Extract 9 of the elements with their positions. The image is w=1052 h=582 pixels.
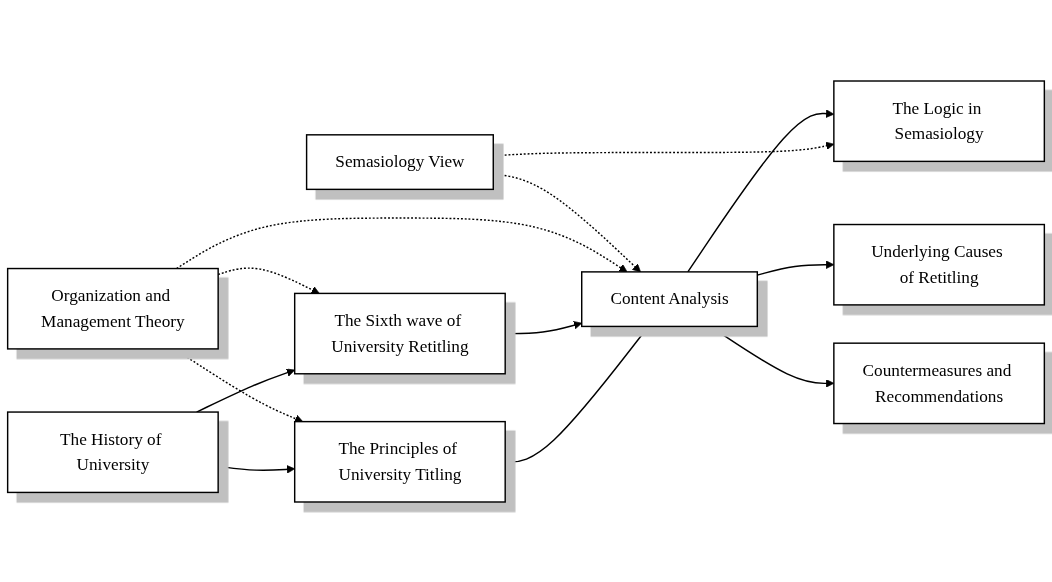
- node-box: Organization and Management Theory: [6, 267, 219, 350]
- node-box: The Sixth wave of University Retitling: [293, 292, 506, 374]
- node-box: Countermeasures and Recommendations: [833, 341, 1046, 424]
- node-box: The History of University: [6, 410, 219, 493]
- node-box: Content Analysis: [581, 270, 759, 327]
- node-box: Semasiology View: [305, 133, 494, 190]
- node-box: The Logic in Semasiology: [833, 79, 1046, 162]
- node-box: The Principles of University Titling: [293, 420, 506, 503]
- node-box: Underlying Causes of Retitling: [833, 223, 1046, 306]
